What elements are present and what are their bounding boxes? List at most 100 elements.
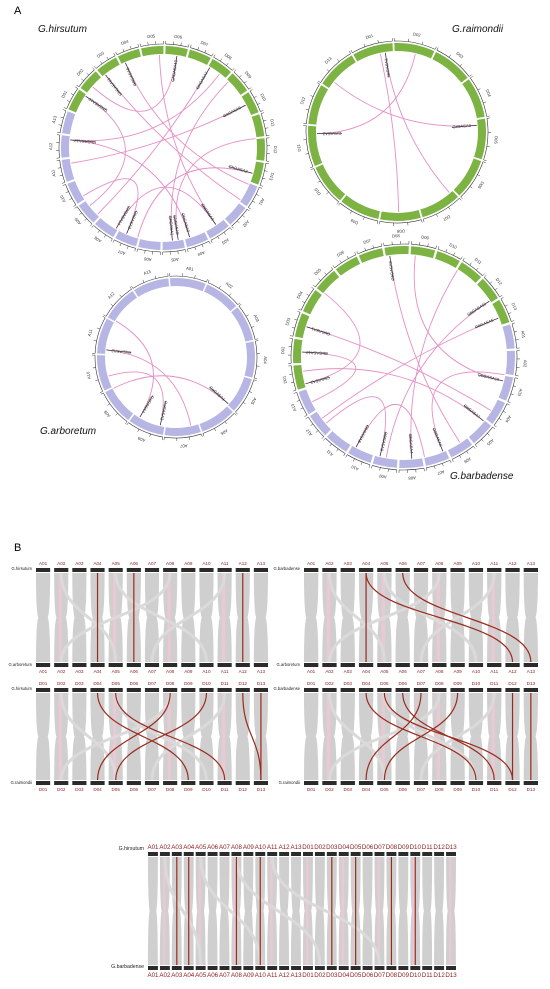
chromosome-label-bottom: D08 xyxy=(166,787,175,792)
tick-mark xyxy=(477,88,481,91)
tick-ring xyxy=(423,198,460,220)
chromosome-bar-bottom xyxy=(231,966,242,970)
tick-mark xyxy=(232,68,235,71)
tick-mark xyxy=(422,219,425,223)
pink-ribbon xyxy=(377,857,380,965)
gene-pointer xyxy=(105,74,122,95)
chromosome-arc xyxy=(492,299,510,325)
synteny-ribbon-cross xyxy=(59,572,118,663)
tick-ring xyxy=(94,355,103,392)
tick-mark xyxy=(348,50,351,54)
tick-mark xyxy=(310,423,314,426)
chromosome-label-top: D11 xyxy=(422,844,433,851)
chromosome-arc xyxy=(224,203,246,225)
tick-mark xyxy=(459,198,462,201)
gene-pointer xyxy=(106,349,132,353)
chromosome-label: D05 xyxy=(493,136,499,145)
tick-mark xyxy=(421,219,423,223)
synteny-link xyxy=(355,403,425,458)
tick-mark xyxy=(379,467,381,471)
chromosome-bar-top xyxy=(487,568,502,572)
synteny-ribbon xyxy=(144,573,160,662)
chromosome-arc xyxy=(80,71,102,93)
chromosome-arc xyxy=(199,406,233,432)
gene-pair-link xyxy=(365,572,514,663)
synteny-link xyxy=(379,53,400,212)
chromosome-label-bottom: D13 xyxy=(527,787,536,792)
chromosome-bar-bottom xyxy=(450,663,465,667)
tick-mark xyxy=(249,391,253,393)
tick-ring xyxy=(207,282,239,305)
tick-mark xyxy=(67,100,70,102)
synteny-ribbon xyxy=(395,573,410,662)
tick-mark xyxy=(453,252,455,256)
tick-mark xyxy=(126,422,129,426)
synteny-ribbon xyxy=(144,693,160,780)
chromosome-label-bottom: D03 xyxy=(326,972,338,979)
chromosome-label: A13 xyxy=(290,403,298,412)
synteny-ribbon xyxy=(340,693,355,780)
chromosome-arc xyxy=(462,79,485,119)
tick-ring xyxy=(306,84,320,124)
chromosome-arc xyxy=(316,270,340,294)
chromosome-label-bottom: A01 xyxy=(39,669,48,674)
tick-mark xyxy=(289,335,293,337)
chromosome-bar-top xyxy=(207,852,218,856)
pink-ribbon xyxy=(198,857,202,965)
chromosome-arc xyxy=(298,389,316,415)
tick-mark xyxy=(305,153,309,155)
tick-mark xyxy=(427,243,429,247)
gene-label: GhGASA11 xyxy=(105,76,123,97)
chromosome-label: A02 xyxy=(225,281,235,290)
chromosome-label-bottom: A05 xyxy=(380,669,389,674)
synteny-plot-1: A01A01A02A02A03A03A04A04A05A05A06A06A07A… xyxy=(273,561,538,674)
chromosome-label-top: A12 xyxy=(508,561,517,566)
gene-pointer xyxy=(317,132,343,134)
tick-mark xyxy=(462,257,465,261)
chromosome-bar-bottom xyxy=(195,966,206,970)
chromosome-label-top: D09 xyxy=(184,681,193,686)
tick-mark xyxy=(332,265,335,268)
chromosome-label-top: A02 xyxy=(325,561,334,566)
chromosome-label-top: A05 xyxy=(195,844,207,851)
tick-mark xyxy=(115,413,118,416)
chromosome-label-bottom: A09 xyxy=(184,669,193,674)
tick-mark xyxy=(304,414,308,417)
pink-ribbon xyxy=(413,857,416,965)
tick-mark xyxy=(312,284,316,288)
chromosome-label: D02 xyxy=(413,31,422,38)
tick-mark xyxy=(249,89,253,92)
tick-mark xyxy=(70,93,74,96)
chromosome-label-top: A01 xyxy=(39,561,48,566)
tick-mark xyxy=(470,76,473,79)
chromosome-bar-top xyxy=(322,688,337,692)
chromosome-label-bottom: A07 xyxy=(148,669,157,674)
tick-mark xyxy=(211,53,214,57)
gene-label: GaGASA1 xyxy=(208,385,226,402)
tick-mark xyxy=(69,198,73,201)
chromosome-label-top: D04 xyxy=(338,844,350,851)
synteny-ribbon xyxy=(434,857,445,965)
tick-ring xyxy=(462,260,483,276)
chromosome-arc xyxy=(477,278,498,303)
chromosome-label-bottom: A09 xyxy=(454,669,463,674)
chromosome-bar-top xyxy=(432,688,447,692)
chromosome-label-bottom: A05 xyxy=(195,972,207,979)
chromosome-bar-top xyxy=(350,852,361,856)
tick-ring xyxy=(238,305,256,340)
gene-pointer xyxy=(409,433,413,459)
chromosome-label-bottom: D03 xyxy=(75,787,84,792)
pink-ribbon xyxy=(491,573,495,662)
chromosome-bar-top xyxy=(126,568,141,572)
tick-mark xyxy=(310,166,314,169)
chromosome-label-bottom: D06 xyxy=(130,787,139,792)
synteny-link xyxy=(384,52,450,193)
chromosome-label-bottom: A10 xyxy=(202,669,211,674)
chromosome-label-top: A02 xyxy=(57,561,66,566)
tick-mark xyxy=(131,285,134,289)
chromosome-bar-bottom xyxy=(340,781,355,785)
chromosome-label: A04 xyxy=(196,250,205,257)
